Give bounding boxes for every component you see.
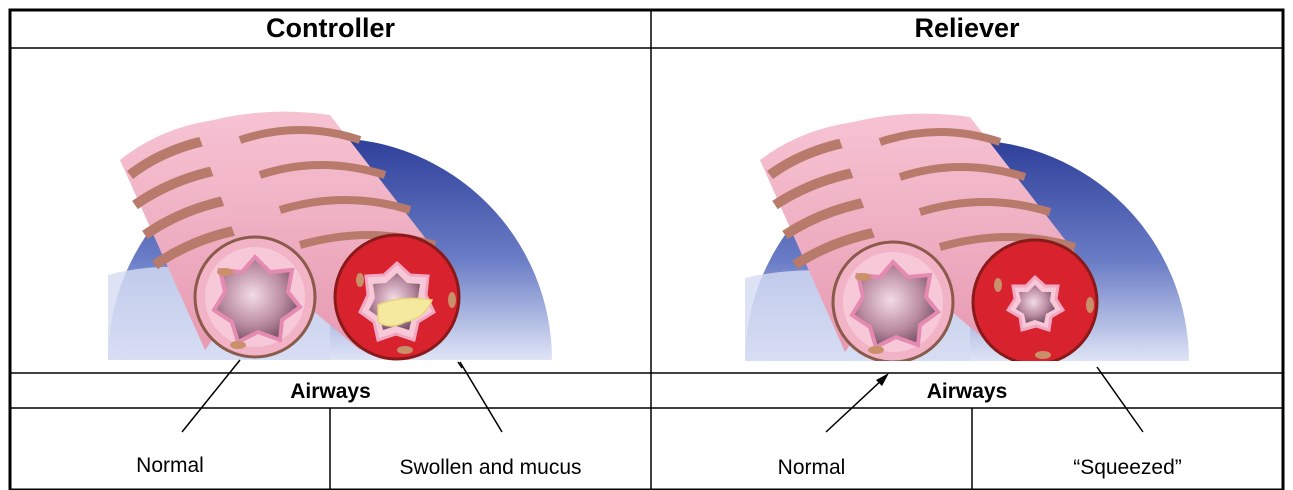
controller-normal-label: Normal: [10, 455, 330, 476]
reliever-title: Reliever: [651, 15, 1283, 42]
controller-airways-label: Airways: [10, 381, 651, 402]
controller-title: Controller: [10, 15, 651, 42]
reliever-airway-illustration: [745, 114, 1189, 364]
controller-swollen-label: Swollen and mucus: [330, 457, 651, 478]
controller-airway-illustration: [108, 112, 552, 360]
reliever-normal-label: Normal: [651, 457, 972, 478]
reliever-airways-label: Airways: [651, 381, 1283, 402]
reliever-squeezed-label: “Squeezed”: [972, 457, 1283, 478]
